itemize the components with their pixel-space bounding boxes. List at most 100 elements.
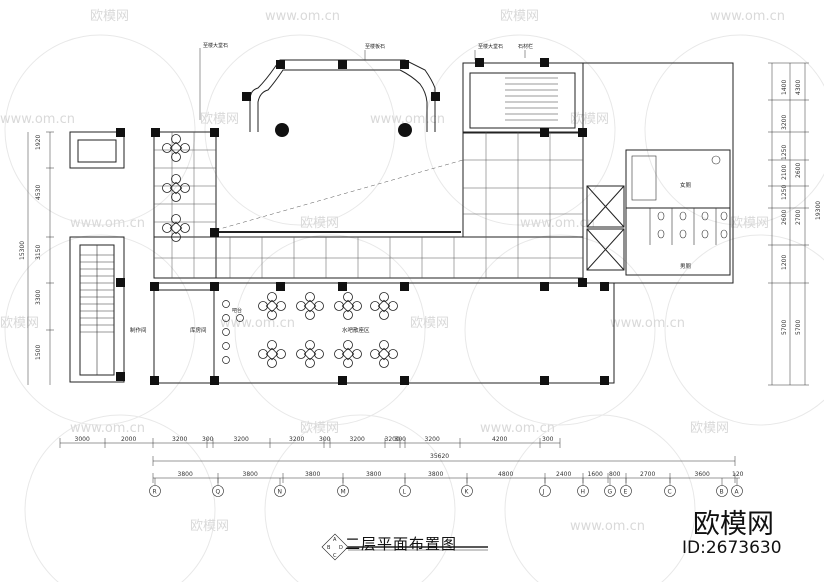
svg-text:A: A — [333, 537, 337, 543]
dimension-label: 2000 — [121, 436, 136, 443]
annotations: 至楼大堂石 至楼板石 至楼大堂石 石材栏 — [199, 42, 533, 120]
room-label-bar-counter: 吧台 — [232, 307, 242, 314]
axis-bubble — [604, 485, 616, 497]
svg-text:www.om.cn: www.om.cn — [265, 9, 340, 24]
table-set[interactable] — [296, 292, 324, 320]
svg-text:www.om.cn: www.om.cn — [0, 112, 75, 127]
axis-bubble — [539, 485, 551, 497]
axis-label: H — [581, 489, 586, 496]
svg-text:至楼大堂石: 至楼大堂石 — [203, 42, 228, 49]
dimension-label: 19300 — [815, 201, 822, 220]
axis-bubble — [716, 485, 728, 497]
axis-bubble — [274, 485, 286, 497]
dimension-label: 3200 — [425, 436, 440, 443]
axis-label: A — [735, 489, 740, 496]
axis-label: N — [278, 489, 283, 496]
svg-text:欧模网: 欧模网 — [570, 112, 609, 127]
watermark-layer — [4, 34, 824, 582]
svg-text:B: B — [327, 545, 331, 551]
dimension-label: 800 — [609, 471, 621, 478]
table-set[interactable] — [370, 340, 398, 368]
right-staircase — [505, 77, 558, 121]
dimension-label: 3200 — [172, 436, 187, 443]
dimension-label: 2600 — [795, 163, 802, 178]
axis-bubble — [337, 485, 349, 497]
table-set[interactable] — [258, 292, 286, 320]
axis-bubble — [212, 485, 224, 497]
table-set[interactable] — [258, 340, 286, 368]
room-label-storeroom: 库房间 — [190, 326, 207, 334]
svg-text:www.om.cn: www.om.cn — [220, 316, 295, 331]
dimension-label: 3200 — [385, 436, 400, 443]
axis-label: G — [608, 489, 613, 496]
dimension-label: 15300 — [19, 241, 26, 260]
dimension-label: 300 — [542, 436, 554, 443]
svg-text:D: D — [339, 545, 343, 551]
svg-text:C: C — [333, 553, 337, 559]
room-label-workroom: 制作间 — [130, 326, 147, 334]
axis-label: M — [341, 489, 346, 496]
dimension-label: 2100 — [781, 165, 788, 180]
svg-text:欧模网: 欧模网 — [190, 519, 229, 534]
dimension-label: 3800 — [178, 471, 193, 478]
dimension-label: 300 — [395, 436, 407, 443]
room-labels: 制作间 库房间 水吧散座区 吧台 女厕 男厕 — [130, 181, 692, 334]
dimension-label: 300 — [202, 436, 214, 443]
dimension-label: 4300 — [795, 80, 802, 95]
table-set[interactable] — [162, 134, 190, 162]
svg-text:至楼板石: 至楼板石 — [365, 43, 385, 50]
dimension-label: 3150 — [35, 245, 42, 260]
bar-stools[interactable] — [222, 300, 244, 364]
dimension-label: 2400 — [556, 471, 571, 478]
watermark-text: 欧模网 www.om.cn 欧模网 www.om.cn www.om.cn 欧模… — [0, 9, 785, 534]
svg-text:www.om.cn: www.om.cn — [370, 112, 445, 127]
dimension-label: 4800 — [498, 471, 513, 478]
floor-tiles — [154, 132, 583, 278]
svg-text:欧模网: 欧模网 — [730, 216, 769, 231]
dimension-label: 3200 — [781, 115, 788, 130]
svg-text:欧模网: 欧模网 — [690, 421, 729, 436]
table-set[interactable] — [162, 214, 190, 242]
dimension-label: 2600 — [781, 210, 788, 225]
dimension-label: 3800 — [305, 471, 320, 478]
room-label-female-wc: 女厕 — [680, 181, 692, 189]
svg-text:至楼大堂石: 至楼大堂石 — [478, 43, 503, 50]
structural-columns[interactable] — [116, 58, 609, 385]
dimension-label: 3300 — [35, 290, 42, 305]
axis-bubble — [399, 485, 411, 497]
svg-text:欧模网: 欧模网 — [300, 421, 339, 436]
axis-bubble — [461, 485, 473, 497]
total-dimension: 35620 — [152, 453, 736, 466]
dimension-label: 4530 — [35, 185, 42, 200]
svg-text:www.om.cn: www.om.cn — [570, 519, 645, 534]
axis-label: Q — [216, 489, 221, 496]
svg-text:www.om.cn: www.om.cn — [480, 421, 555, 436]
table-set[interactable] — [296, 340, 324, 368]
table-set[interactable] — [370, 292, 398, 320]
svg-text:www.om.cn: www.om.cn — [710, 9, 785, 24]
axis-label: R — [153, 489, 157, 496]
brand-logo-text: 欧模网 — [693, 509, 774, 540]
drawing-title: 二层平面布置图 — [345, 535, 458, 553]
dimension-label: 3800 — [366, 471, 381, 478]
svg-text:www.om.cn: www.om.cn — [70, 216, 145, 231]
svg-text:欧模网: 欧模网 — [200, 112, 239, 127]
table-sets[interactable] — [162, 134, 398, 368]
axis-bubble — [731, 485, 743, 497]
dimension-label: 3800 — [243, 471, 258, 478]
svg-text:欧模网: 欧模网 — [410, 316, 449, 331]
table-set[interactable] — [162, 174, 190, 202]
table-set[interactable] — [334, 292, 362, 320]
axis-label: B — [720, 489, 724, 496]
axis-label: J — [542, 489, 545, 496]
axis-bubble — [577, 485, 589, 497]
dimension-label: 3000 — [75, 436, 90, 443]
room-label-bar-area: 水吧散座区 — [342, 326, 370, 334]
svg-text:欧模网: 欧模网 — [300, 216, 339, 231]
table-set[interactable] — [334, 340, 362, 368]
